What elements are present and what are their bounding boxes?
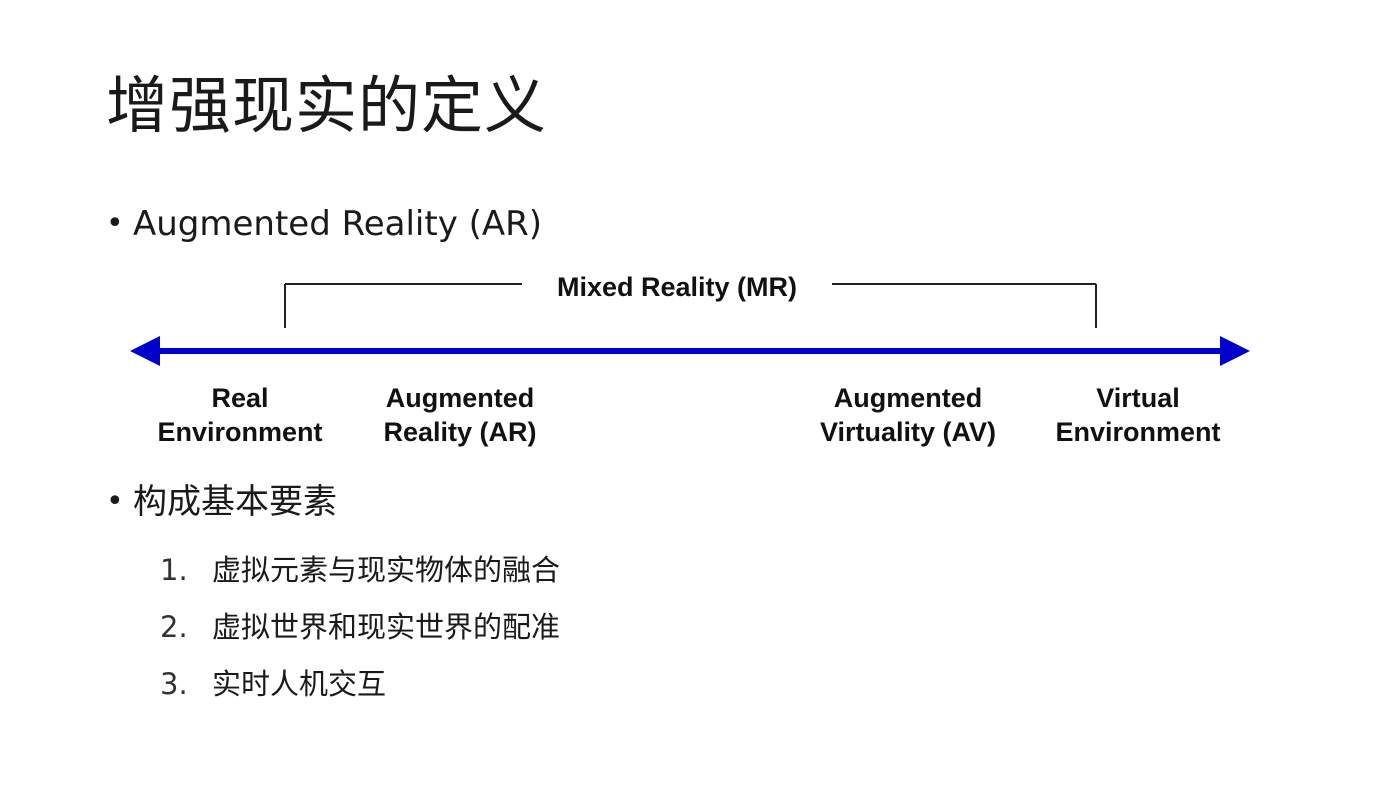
list-item-number: 1.: [160, 553, 188, 587]
bullet-ar: • Augmented Reality (AR): [106, 204, 542, 245]
label-real-line1: Real: [211, 383, 268, 413]
label-virtual-environment: Virtual Environment: [1055, 383, 1220, 447]
axis-left-arrow-icon: [130, 336, 160, 366]
list-item-text: 虚拟世界和现实世界的配准: [212, 610, 561, 644]
list-item-text: 虚拟元素与现实物体的融合: [212, 553, 561, 587]
bullet-ar-text: Augmented Reality (AR): [133, 204, 543, 244]
label-virtual-line2: Environment: [1055, 417, 1220, 447]
label-ar-line2: Reality (AR): [383, 417, 536, 447]
mixed-reality-label: Mixed Reality (MR): [557, 272, 797, 302]
label-ar-line1: Augmented: [386, 383, 535, 413]
list-item-number: 2.: [160, 610, 188, 644]
bullet-dot-icon: •: [106, 206, 124, 242]
label-virtual-line1: Virtual: [1096, 383, 1180, 413]
label-augmented-virtuality: Augmented Virtuality (AV): [820, 383, 996, 447]
list-item: 2. 虚拟世界和现实世界的配准: [160, 605, 560, 662]
label-augmented-reality: Augmented Reality (AR): [383, 383, 536, 447]
list-item: 3. 实时人机交互: [160, 662, 560, 719]
bullet-elements: • 构成基本要素: [106, 482, 337, 523]
bullet-dot-icon: •: [106, 484, 124, 520]
list-item-number: 3.: [160, 667, 188, 701]
label-av-line2: Virtuality (AV): [820, 417, 996, 447]
label-av-line1: Augmented: [834, 383, 983, 413]
bullet-elements-text: 构成基本要素: [133, 482, 337, 522]
slide-title: 增强现实的定义: [106, 69, 548, 142]
list-item: 1. 虚拟元素与现实物体的融合: [160, 548, 560, 605]
list-item-text: 实时人机交互: [212, 667, 387, 701]
label-real-line2: Environment: [157, 417, 322, 447]
reality-continuum-diagram: Mixed Reality (MR) Real Environment Augm…: [120, 262, 1260, 462]
label-real-environment: Real Environment: [157, 383, 322, 447]
elements-list: 1. 虚拟元素与现实物体的融合 2. 虚拟世界和现实世界的配准 3. 实时人机交…: [160, 548, 560, 719]
axis-right-arrow-icon: [1220, 336, 1250, 366]
